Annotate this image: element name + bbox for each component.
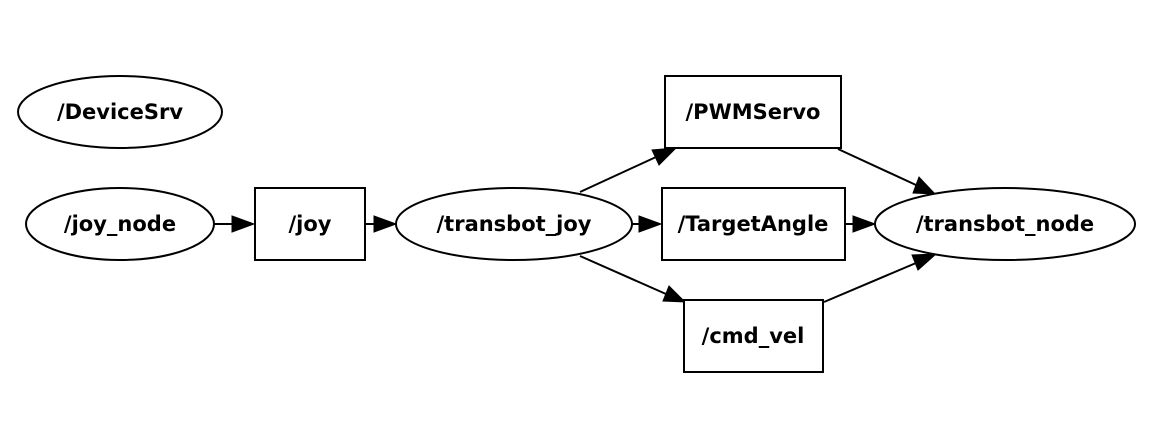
nodes: /DeviceSrv /joy_node /joy /transbot_joy … — [17, 75, 1136, 373]
topic-label: /cmd_vel — [702, 324, 805, 348]
edge-cmd-vel-to-transbot-node — [823, 253, 938, 303]
edge-joy-to-transbot-joy — [365, 215, 398, 233]
node-transbot-node[interactable]: /transbot_node — [874, 187, 1136, 261]
arrowhead — [651, 147, 678, 166]
topic-label: /TargetAngle — [678, 212, 829, 236]
node-label: /transbot_joy — [437, 212, 592, 236]
edge-transbot-joy-to-targetangle — [632, 215, 663, 233]
topic-box — [254, 187, 366, 261]
node-joy-node[interactable]: /joy_node — [25, 187, 215, 261]
edge-pwmservo-to-transbot-node — [837, 148, 937, 195]
node-ellipse — [395, 187, 633, 261]
topic-box — [661, 187, 846, 261]
edges — [214, 147, 938, 303]
node-label: /DeviceSrv — [57, 100, 183, 124]
arrowhead — [638, 215, 663, 233]
arrowhead — [662, 285, 687, 303]
node-devicesrv[interactable]: /DeviceSrv — [17, 75, 223, 149]
arrowhead — [231, 215, 256, 233]
topic-joy[interactable]: /joy — [254, 187, 366, 261]
edge-targetangle-to-transbot-node — [845, 215, 877, 233]
topic-label: /joy — [289, 212, 332, 236]
edge-transbot-joy-to-cmd-vel — [579, 255, 687, 303]
edge-joy-node-to-joy — [214, 215, 256, 233]
topic-box — [664, 75, 842, 149]
edge-transbot-joy-to-pwmservo — [579, 147, 678, 193]
topic-cmd-vel[interactable]: /cmd_vel — [683, 299, 824, 373]
arrowhead — [373, 215, 398, 233]
topic-pwmservo[interactable]: /PWMServo — [664, 75, 842, 149]
topic-label: /PWMServo — [686, 100, 821, 124]
arrowhead — [852, 215, 877, 233]
node-ellipse — [17, 75, 223, 149]
arrowhead — [911, 253, 938, 271]
node-ellipse — [874, 187, 1136, 261]
node-label: /joy_node — [64, 212, 176, 236]
arrowhead — [912, 176, 937, 195]
topic-box — [683, 299, 824, 373]
node-transbot-joy[interactable]: /transbot_joy — [395, 187, 633, 261]
node-ellipse — [25, 187, 215, 261]
topic-targetangle[interactable]: /TargetAngle — [661, 187, 846, 261]
node-label: /transbot_node — [916, 212, 1094, 236]
